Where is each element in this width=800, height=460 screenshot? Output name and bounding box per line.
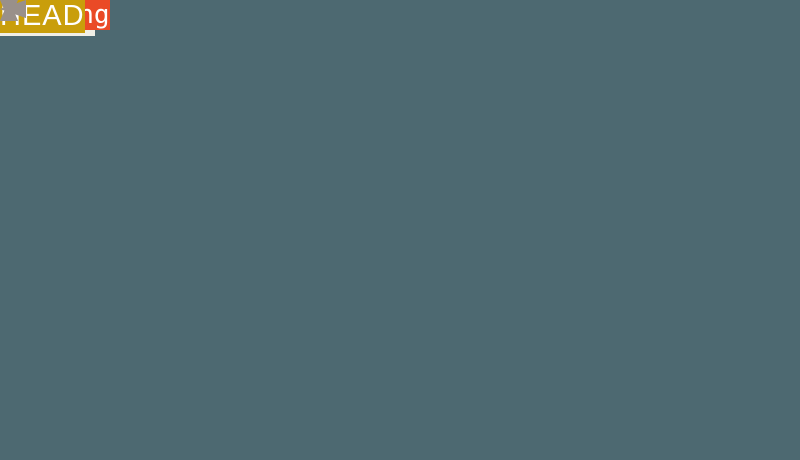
arrow-up-icon (0, 0, 18, 21)
